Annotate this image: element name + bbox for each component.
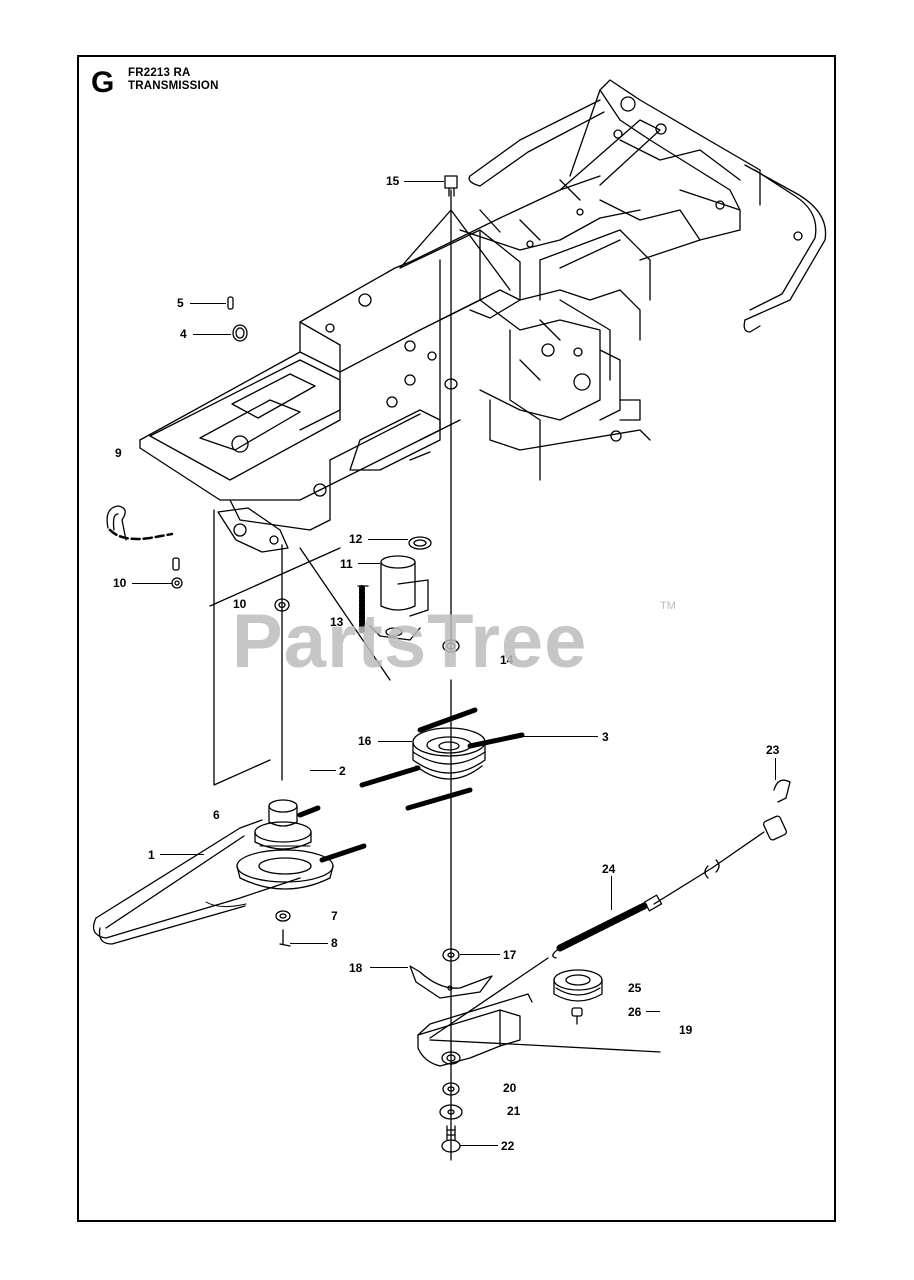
callout-6: 6 <box>213 808 220 822</box>
model-number: FR2213 RA <box>128 67 191 79</box>
callout-15: 15 <box>386 174 400 188</box>
washer-7 <box>275 910 291 922</box>
leader-15 <box>404 181 444 182</box>
watermark-trademark: TM <box>660 600 676 612</box>
leader-8 <box>290 943 328 944</box>
callout-18: 18 <box>349 961 363 975</box>
callout-24: 24 <box>602 862 616 876</box>
diagram-title: TRANSMISSION <box>128 80 219 92</box>
leader-17 <box>460 954 500 955</box>
bolt-15 <box>444 175 458 197</box>
callout-25: 25 <box>628 981 642 995</box>
idler-spring-hook <box>106 505 183 589</box>
washer-21 <box>439 1104 463 1120</box>
leader-1 <box>160 854 204 855</box>
leader-4 <box>193 334 231 335</box>
leader-3 <box>522 736 598 737</box>
callout-13: 13 <box>330 615 344 629</box>
engine-pulley-6 <box>236 799 334 890</box>
callout-14: 14 <box>500 653 514 667</box>
page-frame <box>77 55 836 1222</box>
leader-16 <box>378 741 412 742</box>
callout-16: 16 <box>358 734 372 748</box>
callout-26: 26 <box>628 1005 642 1019</box>
assembly-centerline <box>399 189 511 1161</box>
v-belt-1 <box>92 819 301 945</box>
leader-11 <box>358 563 380 564</box>
bolt-13 <box>357 585 369 633</box>
spacer-11 <box>369 555 429 641</box>
section-letter: G <box>91 66 115 99</box>
nut-14 <box>442 639 460 653</box>
leader-2 <box>310 770 336 771</box>
callout-19: 19 <box>679 1023 693 1037</box>
belt-guide-18 <box>409 965 493 999</box>
callout-12: 12 <box>349 532 363 546</box>
callout-5: 5 <box>177 296 184 310</box>
washer-12 <box>408 536 432 550</box>
leader-22 <box>460 1145 498 1146</box>
leader-23 <box>775 758 776 780</box>
callout-7: 7 <box>331 909 338 923</box>
callout-21: 21 <box>507 1104 521 1118</box>
leader-26 <box>646 1011 660 1012</box>
callout-10a: 10 <box>113 576 127 590</box>
nut-10 <box>274 598 290 612</box>
leader-12 <box>368 539 408 540</box>
leader-10a <box>132 583 172 584</box>
callout-20: 20 <box>503 1081 517 1095</box>
callout-9: 9 <box>115 446 122 460</box>
callout-4: 4 <box>180 327 187 341</box>
callout-17: 17 <box>503 948 517 962</box>
belt-segments <box>359 707 525 811</box>
callout-10b: 10 <box>233 597 247 611</box>
callout-11: 11 <box>340 557 353 571</box>
callout-22: 22 <box>501 1139 515 1153</box>
idler-pulley-25 <box>553 969 603 1002</box>
chassis-frame <box>139 79 827 531</box>
callout-23: 23 <box>766 743 780 757</box>
idler-arm-19 <box>417 993 533 1067</box>
belt-ends-lower <box>297 805 367 863</box>
idler-pulley-16 <box>412 727 486 780</box>
clutch-cable-23 <box>643 779 791 912</box>
idler-bracket-upper <box>217 507 289 553</box>
bolt-8 <box>279 929 291 947</box>
washer-20 <box>442 1082 460 1096</box>
callout-3: 3 <box>602 730 609 744</box>
callout-8: 8 <box>331 936 338 950</box>
callout-1: 1 <box>148 848 155 862</box>
nut-chassis <box>444 378 458 390</box>
washer-17 <box>442 948 460 962</box>
leader-5 <box>190 303 226 304</box>
bolt-26 <box>571 1007 583 1025</box>
spring-24 <box>429 902 648 1039</box>
alignment-lines <box>209 509 661 1053</box>
watermark-logo: PartsTree <box>232 599 588 684</box>
leader-24 <box>611 876 612 910</box>
bushing-4 <box>232 324 248 342</box>
callout-2: 2 <box>339 764 346 778</box>
pin-5 <box>227 296 234 310</box>
leader-18 <box>370 967 408 968</box>
